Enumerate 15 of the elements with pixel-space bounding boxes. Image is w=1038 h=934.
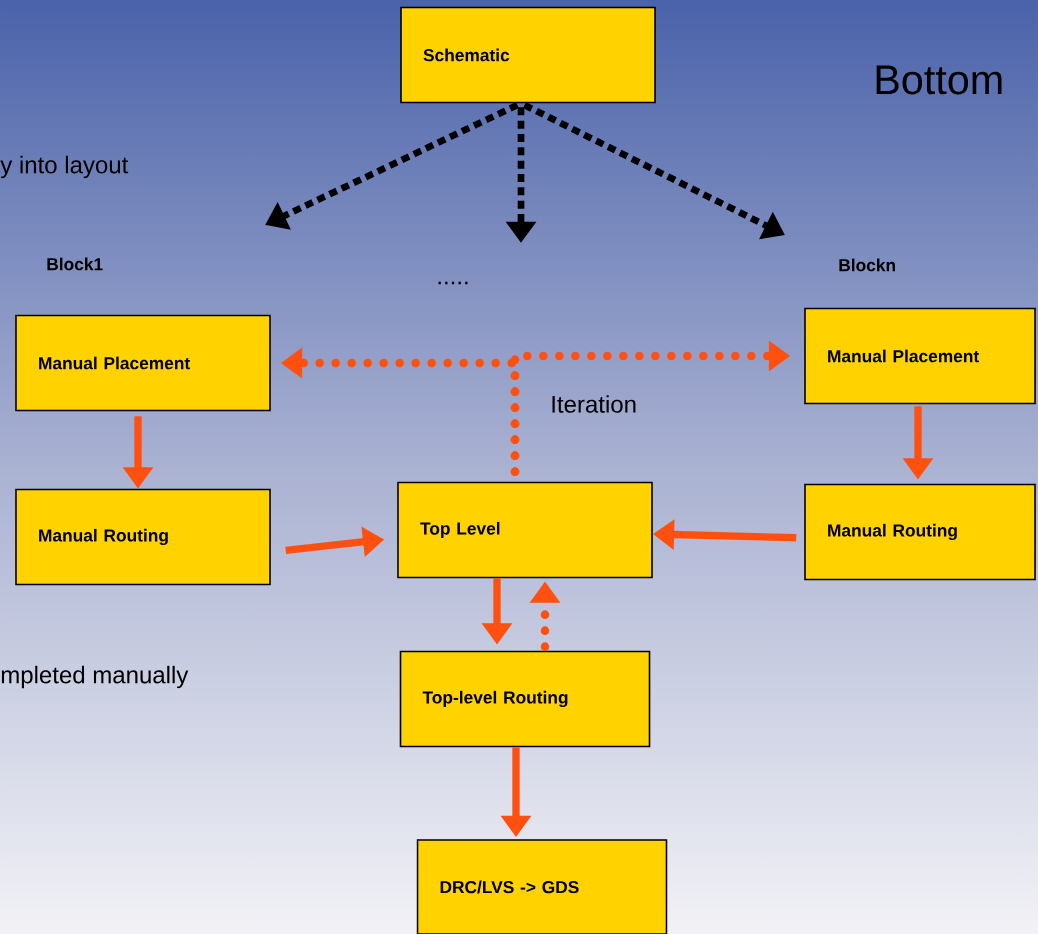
process-box: Schematic [400, 6, 656, 104]
label-text: mpleted manually [1, 665, 189, 689]
process-box: DRC/LVS -> GDS [416, 839, 668, 934]
process-box: Manual Placement [804, 307, 1036, 405]
label-text: Blockn [839, 258, 895, 272]
process-box: Manual Routing [15, 488, 271, 586]
label-text: Iteration [552, 395, 636, 413]
label-text: ..... [438, 281, 468, 285]
label-text: Block1 [47, 257, 103, 271]
process-box: Top Level [397, 481, 653, 579]
process-box: Manual Placement [15, 314, 271, 412]
label-text: Bottom [876, 65, 1002, 95]
process-box: Manual Routing [804, 483, 1036, 581]
process-box: Top-level Routing [399, 650, 651, 748]
label-text: y into layout [0, 155, 129, 179]
